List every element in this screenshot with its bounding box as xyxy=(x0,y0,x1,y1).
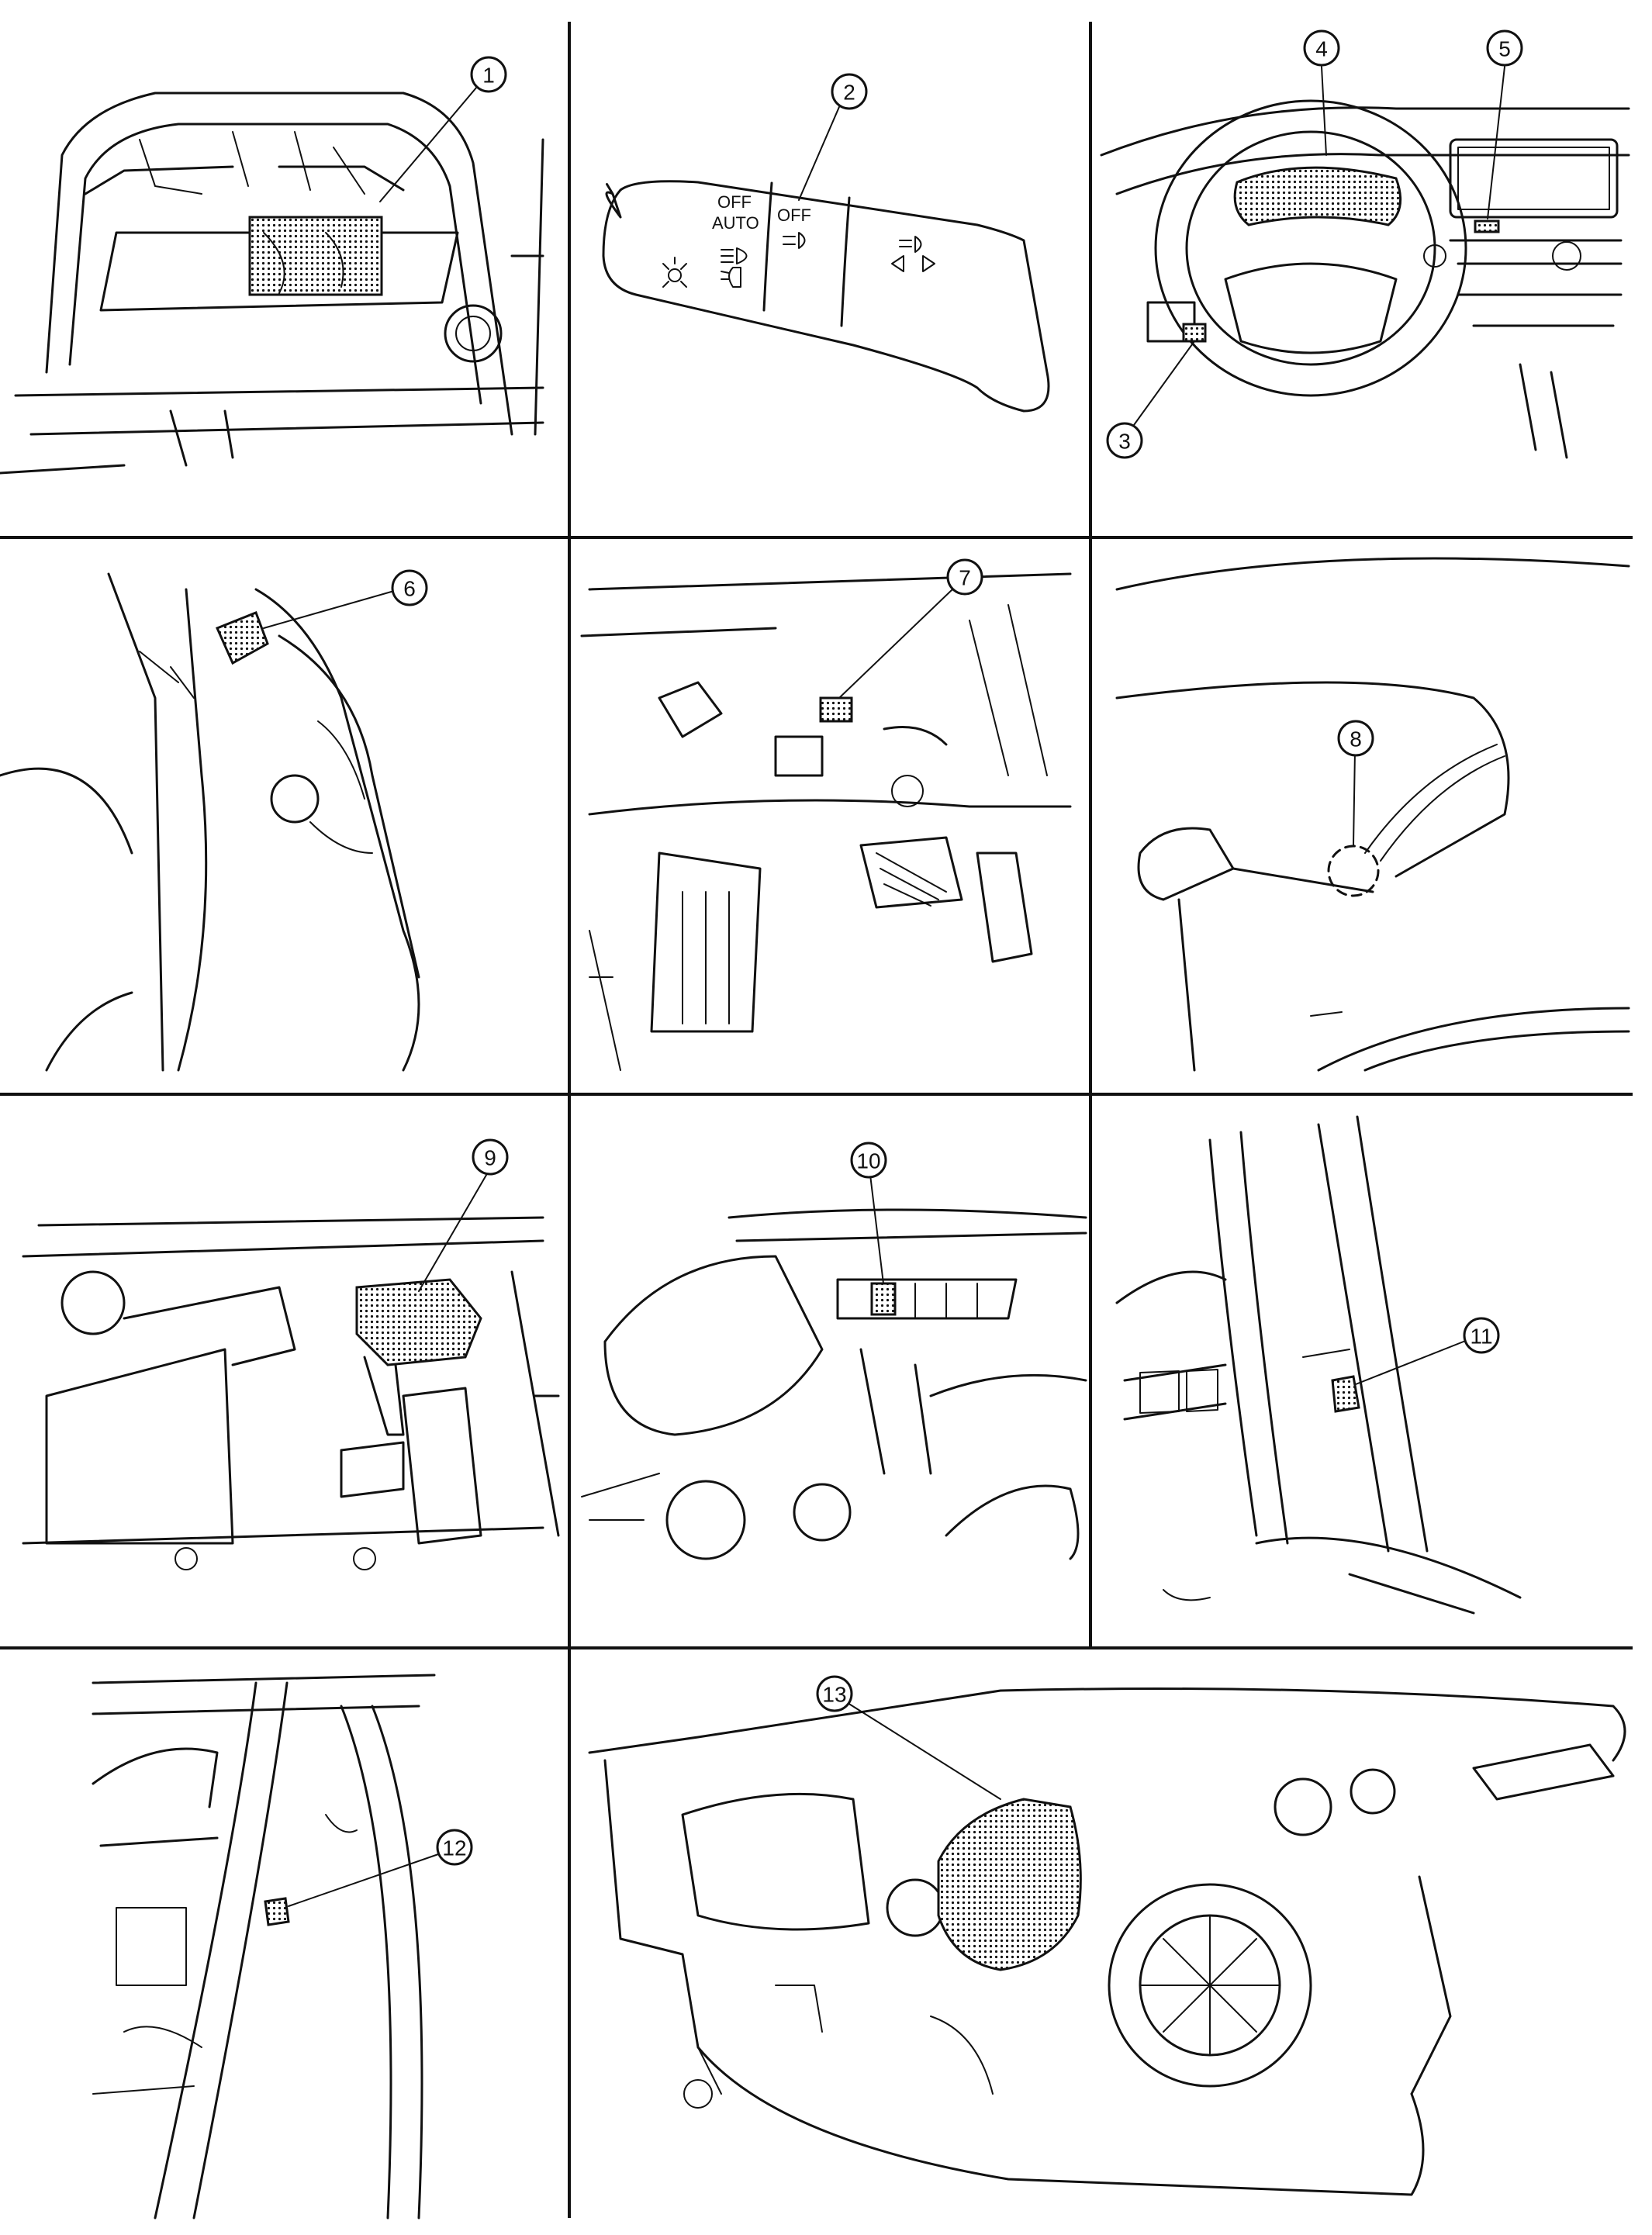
callout-12: 12 xyxy=(436,1829,473,1866)
low-beam-icon xyxy=(668,268,682,282)
callout-6: 6 xyxy=(391,569,428,606)
callout-4: 4 xyxy=(1303,29,1340,67)
callout-3: 3 xyxy=(1106,422,1143,459)
component-6-part xyxy=(215,611,269,665)
callout-6-label: 6 xyxy=(403,577,416,601)
switch-label-auto: AUTO xyxy=(712,213,759,233)
component-1-part xyxy=(248,216,383,296)
rear-fog-icon xyxy=(899,236,922,253)
turn-signal-icon xyxy=(891,255,935,272)
callout-2-label: 2 xyxy=(843,81,855,105)
switch-label-off-outer: OFF xyxy=(717,192,752,212)
panel-8-engine-bay xyxy=(581,1174,1087,1560)
component-3-part xyxy=(1182,323,1207,343)
component-4-part xyxy=(1233,166,1402,226)
panel-5-pedal-assembly xyxy=(580,572,1072,1071)
component-9-part xyxy=(355,1278,482,1366)
callout-4-label: 4 xyxy=(1315,37,1328,61)
callout-7-label: 7 xyxy=(959,566,971,590)
component-7-part xyxy=(819,696,853,723)
callout-3-label: 3 xyxy=(1118,430,1131,454)
panel-3-instrument-panel xyxy=(1100,66,1630,459)
component-12-part xyxy=(264,1897,290,1926)
callout-8: 8 xyxy=(1337,720,1374,757)
callout-12-label: 12 xyxy=(442,1836,466,1860)
headlamp-icon xyxy=(721,247,748,264)
panel-11-headlamp-assembly xyxy=(588,1687,1626,2196)
panel-6-exterior-body xyxy=(1115,557,1630,1072)
callout-7: 7 xyxy=(946,558,983,596)
callout-13: 13 xyxy=(816,1675,853,1712)
callout-9: 9 xyxy=(472,1138,509,1176)
panel-grid xyxy=(0,22,1633,2218)
component-10-part xyxy=(870,1282,897,1316)
panel-10-rear-door xyxy=(92,1674,441,2219)
callout-8-label: 8 xyxy=(1350,727,1362,751)
callout-10-label: 10 xyxy=(856,1149,880,1173)
front-fog-icon xyxy=(721,267,741,288)
panel-7-engine-bay xyxy=(22,1170,560,1570)
callout-2: 2 xyxy=(831,73,868,110)
component-13-part xyxy=(937,1798,1082,1971)
callout-9-label: 9 xyxy=(484,1146,496,1170)
callout-11-label: 11 xyxy=(1470,1325,1492,1349)
component-5-part xyxy=(1474,219,1500,233)
callout-5-label: 5 xyxy=(1498,37,1511,61)
callout-5: 5 xyxy=(1486,29,1523,67)
callout-1-label: 1 xyxy=(482,64,495,88)
callout-11: 11 xyxy=(1463,1317,1500,1354)
callout-10: 10 xyxy=(850,1142,887,1179)
callout-1: 1 xyxy=(470,56,507,93)
panel-2-combination-switch: OFF AUTO OFF xyxy=(602,95,1050,413)
panel-4-pedal-sensor xyxy=(0,572,420,1072)
component-11-part xyxy=(1331,1375,1360,1413)
panel-9-front-door xyxy=(1115,1115,1522,1615)
panel-1-dash-module xyxy=(0,86,544,475)
callout-13-label: 13 xyxy=(822,1683,846,1707)
fog-off-icon xyxy=(783,232,806,249)
switch-label-off-inner: OFF xyxy=(777,206,811,225)
